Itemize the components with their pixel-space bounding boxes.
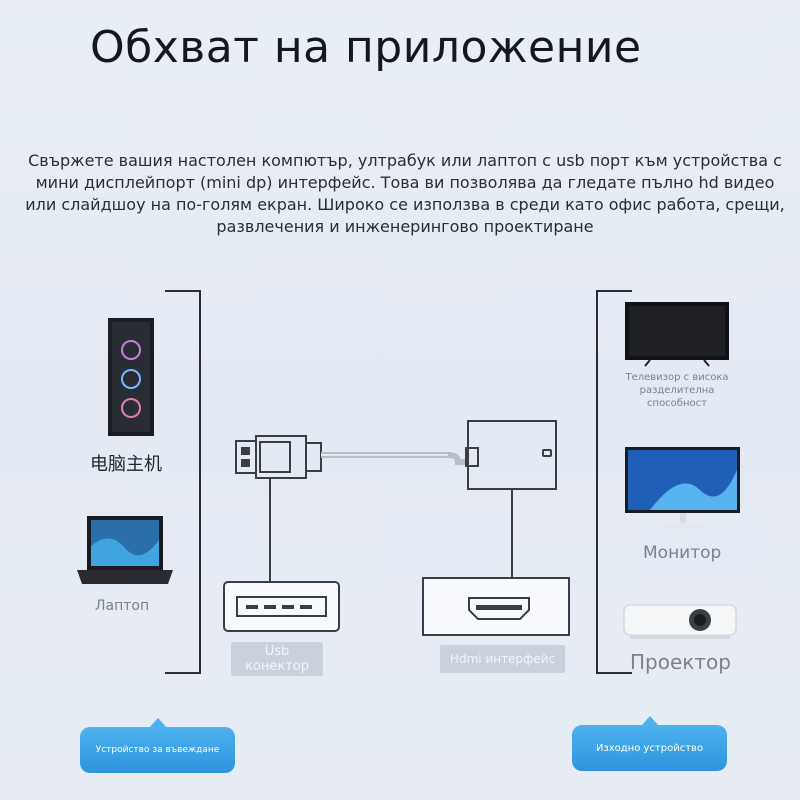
- input-bracket: [165, 290, 201, 674]
- monitor-icon: [625, 447, 740, 529]
- input-device-bubble: Устройство за въвеждане: [80, 718, 235, 773]
- usb-port-icon: [223, 581, 340, 632]
- tv-icon: [625, 302, 729, 367]
- projector-icon: [623, 604, 737, 639]
- pc-tower-icon: [108, 318, 154, 436]
- laptop-label: Лаптоп: [95, 598, 150, 614]
- usb-plug-icon: [235, 435, 322, 479]
- page-title: Обхват на приложение: [90, 22, 642, 73]
- usb-connector-label: Usb конектор: [231, 642, 323, 676]
- hdmi-port-icon: [422, 577, 570, 636]
- laptop-icon: [77, 516, 173, 584]
- output-device-bubble: Изходно устройство: [572, 716, 727, 771]
- tv-label: Телевизор с висока разделителна способно…: [625, 372, 729, 409]
- hdmi-interface-label: Hdmi интерфейс: [440, 645, 565, 673]
- projector-label: Проектор: [630, 650, 731, 674]
- description: Свържете вашия настолен компютър, ултраб…: [25, 151, 785, 236]
- pc-label: 电脑主机: [90, 454, 162, 475]
- hdmi-adapter-icon: [465, 420, 557, 490]
- output-bracket: [596, 290, 632, 674]
- monitor-label: Монитор: [643, 543, 722, 563]
